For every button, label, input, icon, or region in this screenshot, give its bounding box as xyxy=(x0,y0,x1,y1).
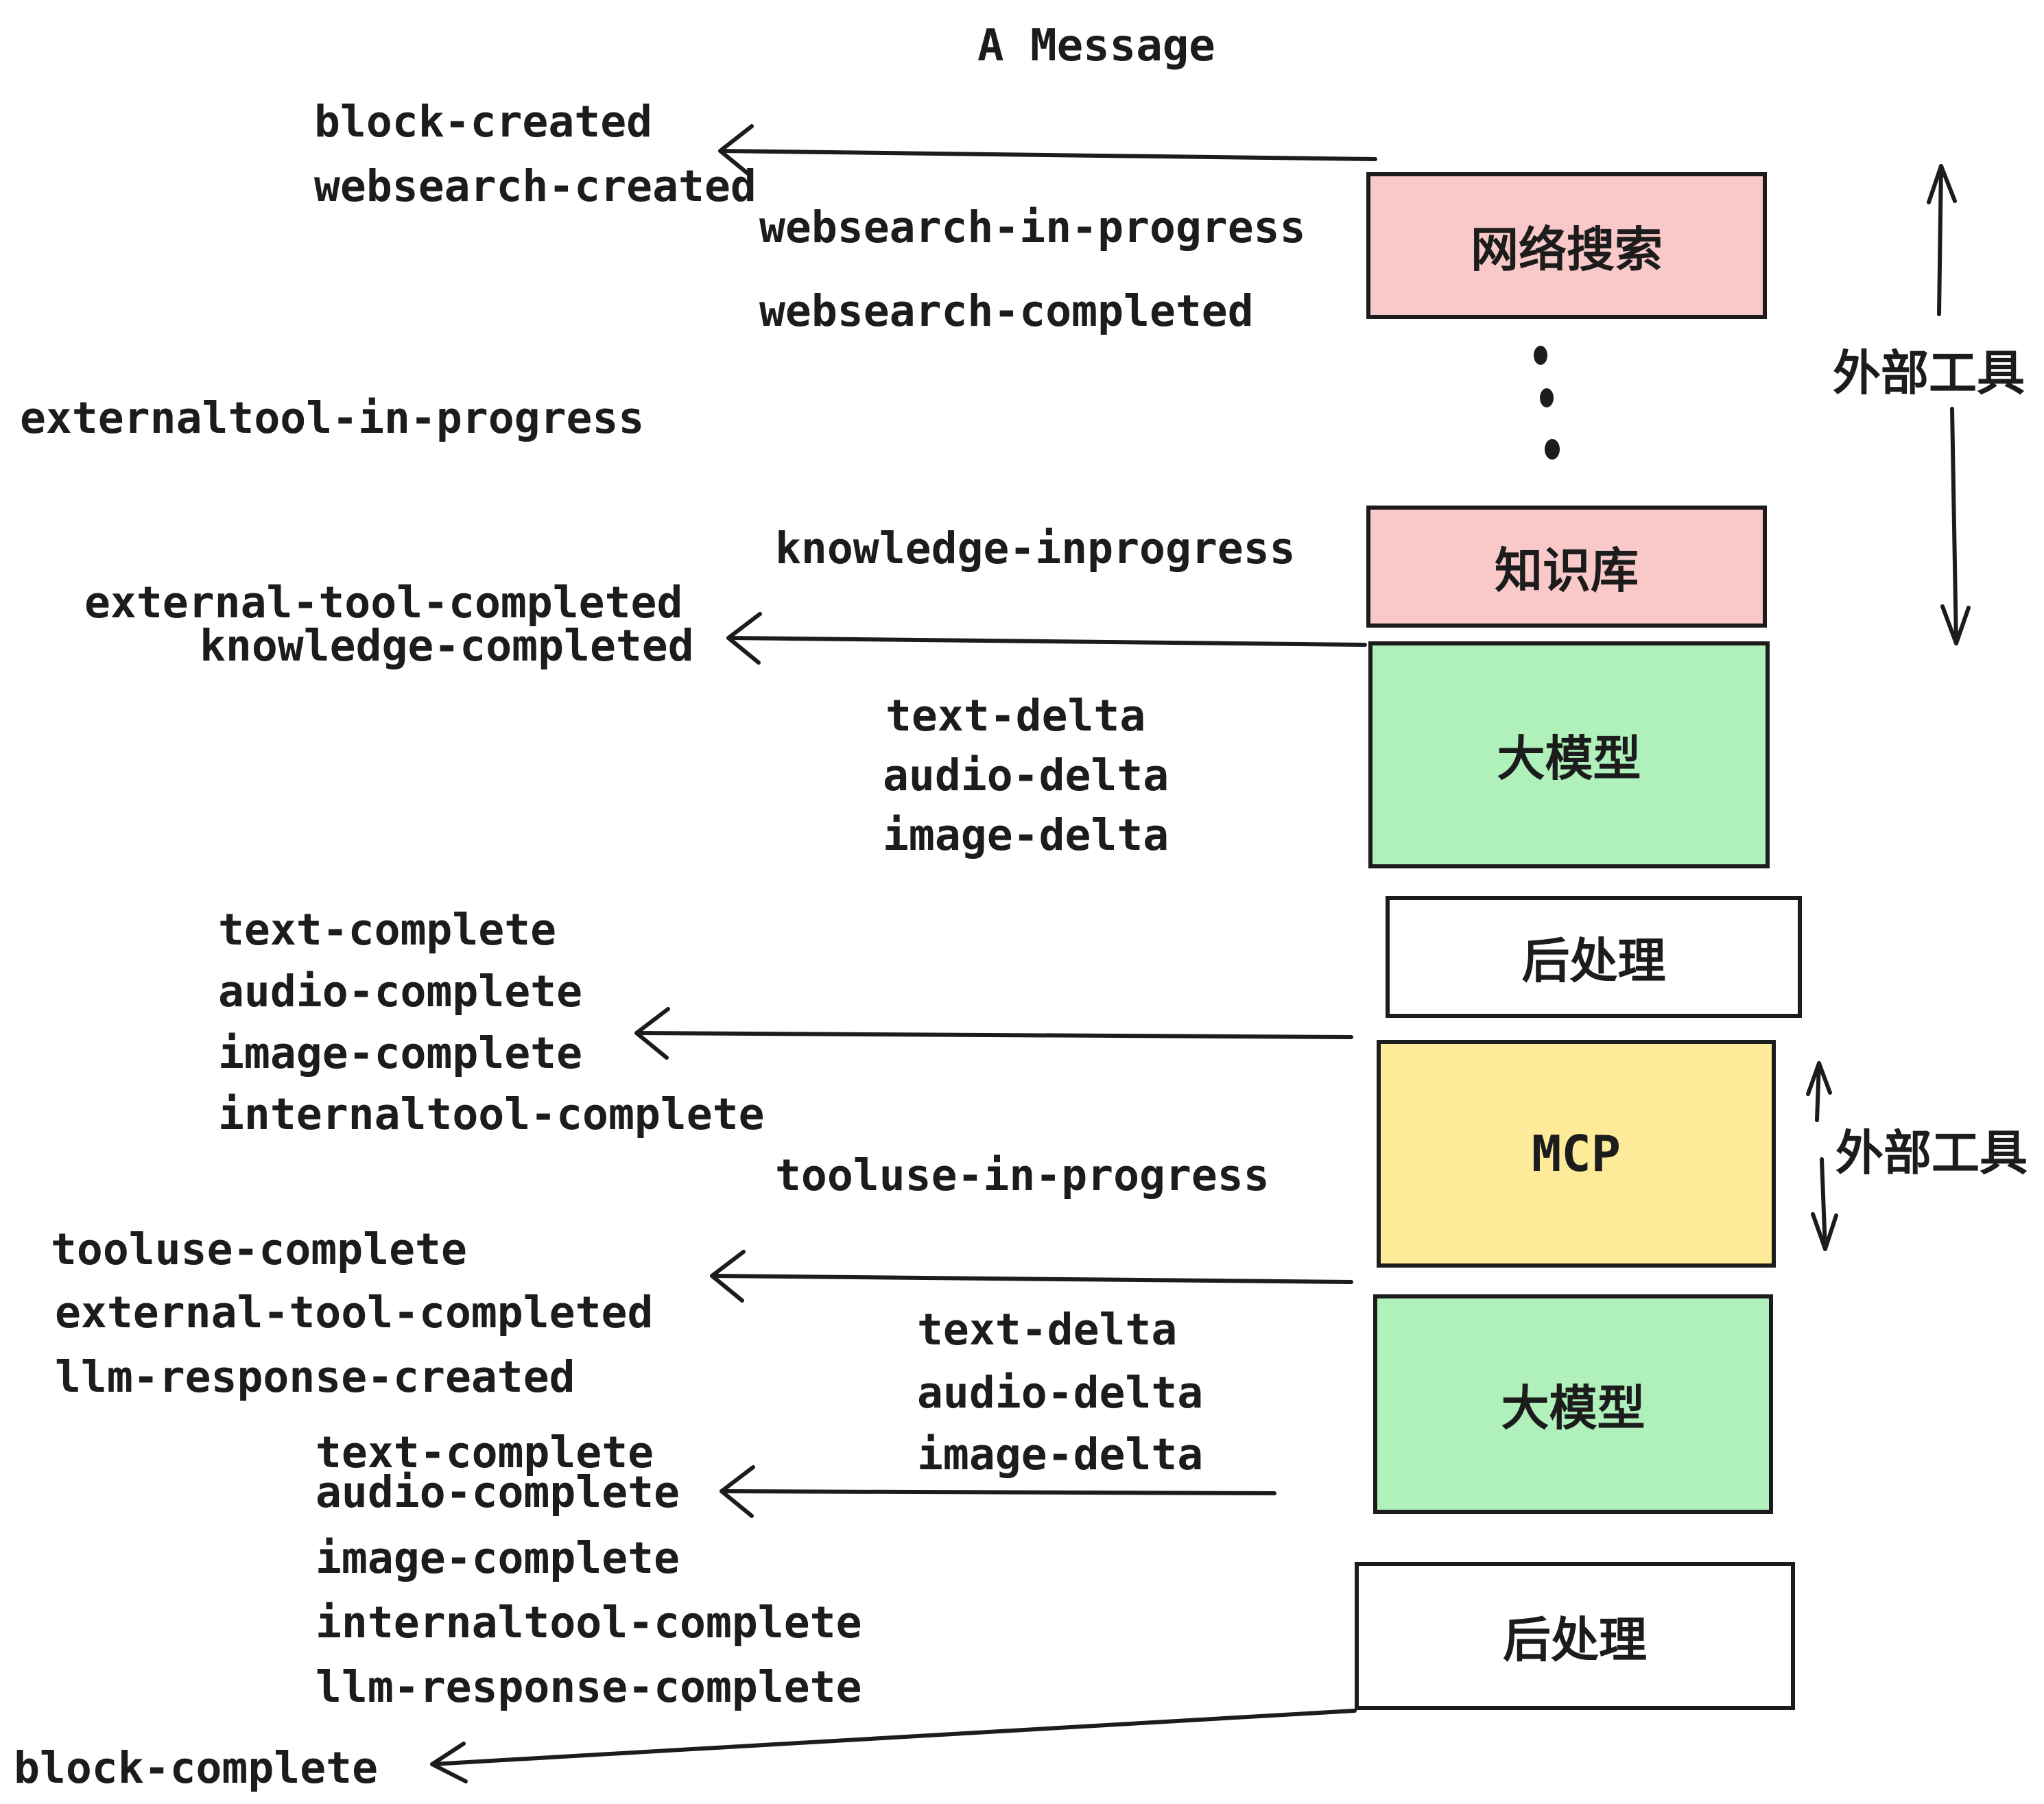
event-label-websearch-created: websearch-created xyxy=(314,161,757,211)
knowledge-base-box-label: 知识库 xyxy=(1495,542,1639,599)
llm-box-1: 大模型 xyxy=(1368,641,1770,868)
event-label-image-delta-2: image-delta xyxy=(917,1429,1204,1480)
knowledge-base-box: 知识库 xyxy=(1366,506,1767,628)
event-label-image-complete-2: image-complete xyxy=(316,1533,680,1583)
event-label-text-complete-1: text-complete xyxy=(218,905,557,955)
llm-box-2-label: 大模型 xyxy=(1501,1379,1645,1436)
arrow-block-complete xyxy=(430,1709,1357,1783)
event-label-llm-response-complete: llm-response-complete xyxy=(316,1662,862,1712)
event-label-knowledge-completed: knowledge-completed xyxy=(200,621,694,671)
event-label-knowledge-inprogress: knowledge-inprogress xyxy=(775,523,1296,573)
page-title: A Message xyxy=(977,21,1215,71)
external-tools-range-arrow-1 xyxy=(1927,164,1971,645)
post-process-box-2-label: 后处理 xyxy=(1503,1611,1647,1668)
event-label-text-complete-2: text-complete xyxy=(316,1427,654,1477)
external-tools-range-arrow-2 xyxy=(1806,1061,1838,1251)
post-process-box-1-label: 后处理 xyxy=(1521,932,1666,989)
websearch-box-label: 网络搜索 xyxy=(1471,221,1663,278)
event-label-text-delta-2: text-delta xyxy=(917,1305,1178,1355)
event-label-audio-delta-2: audio-delta xyxy=(917,1368,1204,1418)
event-label-block-created: block-created xyxy=(314,97,653,147)
llm-box-1-label: 大模型 xyxy=(1497,731,1641,787)
event-label-text-delta-1: text-delta xyxy=(886,691,1146,741)
event-label-image-complete-1: image-complete xyxy=(218,1028,583,1078)
event-label-external-tool-completed-2: external-tool-completed xyxy=(55,1287,654,1338)
websearch-box: 网络搜索 xyxy=(1366,172,1767,319)
arrow-tooluse-complete xyxy=(710,1250,1353,1303)
external-tools-annotation-1: 外部工具 xyxy=(1833,345,2025,401)
llm-box-2: 大模型 xyxy=(1373,1294,1773,1514)
mcp-box: MCP xyxy=(1377,1040,1776,1268)
event-label-external-tool-completed-1: external-tool-completed xyxy=(84,578,683,628)
arrow-websearch-created xyxy=(718,124,1377,178)
external-tools-annotation-2: 外部工具 xyxy=(1835,1125,2028,1181)
event-label-tooluse-complete: tooluse-complete xyxy=(51,1224,467,1274)
event-label-audio-delta-1: audio-delta xyxy=(883,750,1169,800)
event-label-image-delta-1: image-delta xyxy=(883,810,1169,860)
post-process-box-1: 后处理 xyxy=(1386,896,1802,1018)
event-label-audio-complete-1: audio-complete xyxy=(218,966,583,1017)
event-label-externaltool-in-progress: externaltool-in-progress xyxy=(20,393,645,443)
event-label-llm-response-created: llm-response-created xyxy=(55,1352,575,1402)
ellipsis-dots xyxy=(1534,346,1560,460)
mcp-box-label: MCP xyxy=(1531,1125,1621,1183)
post-process-box-2: 后处理 xyxy=(1355,1562,1795,1710)
arrow-image-complete xyxy=(634,1007,1353,1060)
event-label-audio-complete-2: audio-complete xyxy=(316,1467,680,1517)
event-label-internaltool-complete-2: internaltool-complete xyxy=(316,1598,862,1648)
arrow-knowledge-completed xyxy=(726,612,1367,665)
event-label-block-complete: block-complete xyxy=(14,1743,379,1793)
event-label-websearch-in-progress: websearch-in-progress xyxy=(759,202,1306,252)
event-label-internaltool-complete-1: internaltool-complete xyxy=(218,1089,765,1139)
event-label-tooluse-in-progress: tooluse-in-progress xyxy=(775,1150,1270,1200)
event-label-websearch-completed: websearch-completed xyxy=(759,286,1254,336)
